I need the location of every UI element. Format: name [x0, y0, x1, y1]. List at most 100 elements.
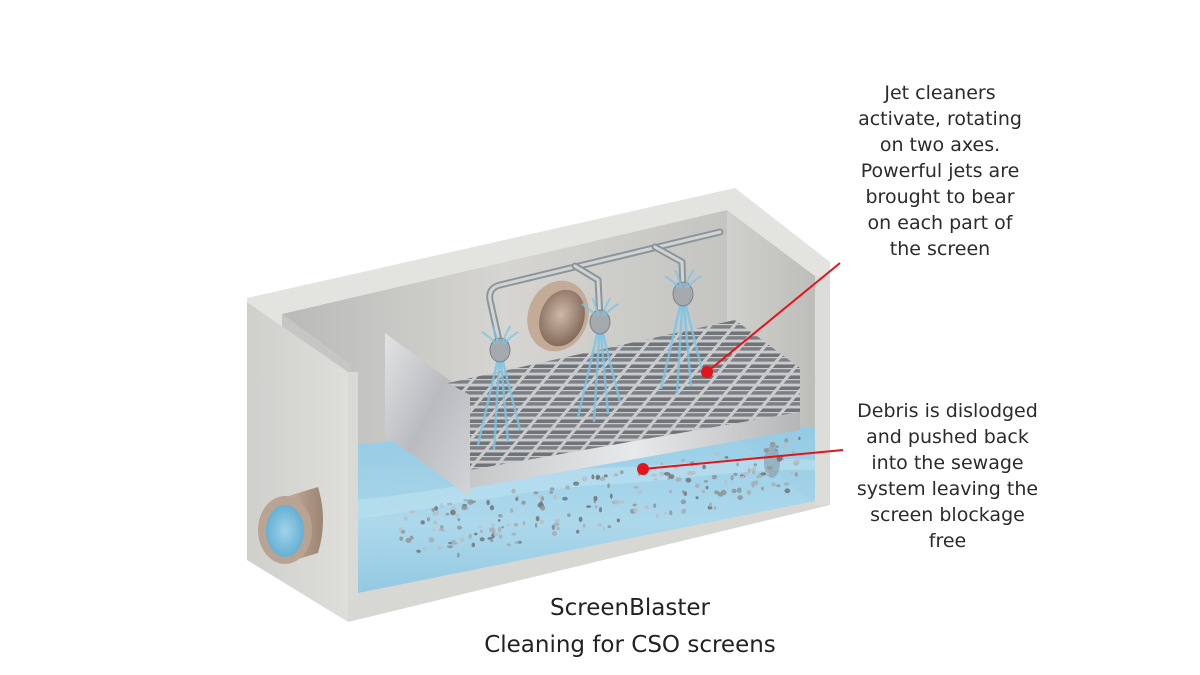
debris-particle [403, 516, 408, 521]
debris-particle [535, 516, 540, 522]
debris-particle [681, 458, 685, 462]
debris-particle [702, 464, 706, 470]
debris-particle [784, 438, 789, 443]
debris-particle [638, 489, 643, 494]
debris-particle [686, 471, 694, 476]
spray-mist [684, 269, 695, 289]
debris-particle [416, 549, 421, 553]
debris-particle [534, 522, 538, 528]
debris-particle [794, 472, 798, 477]
tank-front-right [815, 275, 830, 505]
debris-particle [461, 505, 467, 511]
debris-particle [497, 519, 501, 522]
debris-particle [486, 499, 490, 506]
water-jet-spray [598, 321, 610, 415]
water-jet-spray [675, 293, 685, 395]
debris-particle [398, 527, 403, 533]
debris-particle [436, 510, 439, 516]
spray-mist [501, 325, 512, 345]
debris-particle [790, 437, 793, 442]
debris-particle [420, 520, 425, 525]
debris-particle [733, 472, 738, 476]
bar-screen-grating [448, 320, 800, 470]
debris-particle [633, 507, 639, 513]
debris-particle [533, 491, 539, 495]
spray-mist [581, 303, 597, 317]
debris-particle [578, 516, 583, 522]
debris-particle [603, 474, 608, 478]
inlet-pipe [258, 487, 323, 564]
debris-particle [724, 479, 728, 485]
debris-particle [501, 526, 505, 529]
debris-particle [553, 494, 558, 500]
debris-particle [409, 535, 414, 540]
spray-mist [503, 331, 519, 345]
debris-particle [668, 490, 673, 494]
water-jet-spray [592, 321, 602, 423]
spray-mist [686, 275, 702, 289]
pointer-jets-line [706, 262, 841, 373]
debris-particle [447, 545, 453, 549]
debris-particle [717, 491, 720, 496]
debris-particle [607, 483, 610, 489]
debris-particle [752, 466, 757, 472]
debris-particle [620, 470, 624, 475]
debris-particle [776, 484, 781, 488]
spray-mist [674, 269, 683, 289]
debris-particle [793, 459, 800, 464]
spray-mist [601, 297, 612, 317]
debris-particle [513, 522, 519, 527]
callout-debris: Debris is dislodged and pushed back into… [856, 400, 1039, 552]
debris-particle [478, 525, 482, 528]
debris-particle [562, 496, 568, 501]
spray-mist [591, 297, 600, 317]
debris-particle [553, 522, 560, 527]
debris-particle [551, 524, 555, 531]
debris-particle [509, 508, 514, 513]
debris-particle [614, 499, 621, 505]
debris-particle [668, 474, 675, 480]
debris-particle [431, 508, 435, 512]
debris-particle [440, 503, 444, 508]
debris-particle [432, 527, 435, 532]
spray-mist [481, 331, 497, 345]
spray-mist [603, 303, 619, 317]
debris-particle [633, 485, 639, 489]
debris-particle [669, 510, 673, 516]
debris-particle [681, 508, 687, 512]
debris-particle [705, 486, 709, 490]
debris-particle [747, 467, 751, 473]
debris-particle [455, 513, 460, 517]
debris-particle [753, 463, 757, 467]
debris-particle [644, 505, 650, 510]
debris-particle [491, 523, 495, 527]
debris-particle [776, 457, 783, 462]
debris-particle [511, 488, 516, 494]
debris-particle [653, 478, 658, 481]
jet-cleaner-head [576, 297, 622, 423]
debris-particle [438, 528, 444, 531]
jet-cleaner-head [476, 325, 522, 451]
debris-particle [736, 462, 739, 467]
debris-particle [515, 497, 519, 501]
debris-particle [774, 448, 779, 452]
debris-particle [565, 485, 570, 490]
debris-particle [596, 523, 603, 527]
debris-particle [711, 474, 718, 480]
debris-particle [440, 525, 444, 529]
debris-particle [463, 498, 469, 502]
debris-particle [506, 543, 511, 547]
debris-particle [789, 471, 794, 475]
debris-particle [554, 519, 561, 523]
pointer-debris-dot [637, 463, 649, 475]
debris-particle [730, 475, 734, 481]
screen-side-plate [385, 333, 470, 497]
debris-particles [398, 436, 801, 558]
debris-particle [405, 538, 412, 543]
debris-particle [595, 474, 601, 480]
pointer-jets [701, 262, 841, 378]
debris-particle [607, 525, 612, 529]
debris-particle [616, 518, 620, 523]
debris-particle [456, 552, 460, 558]
debris-particle [498, 526, 502, 533]
